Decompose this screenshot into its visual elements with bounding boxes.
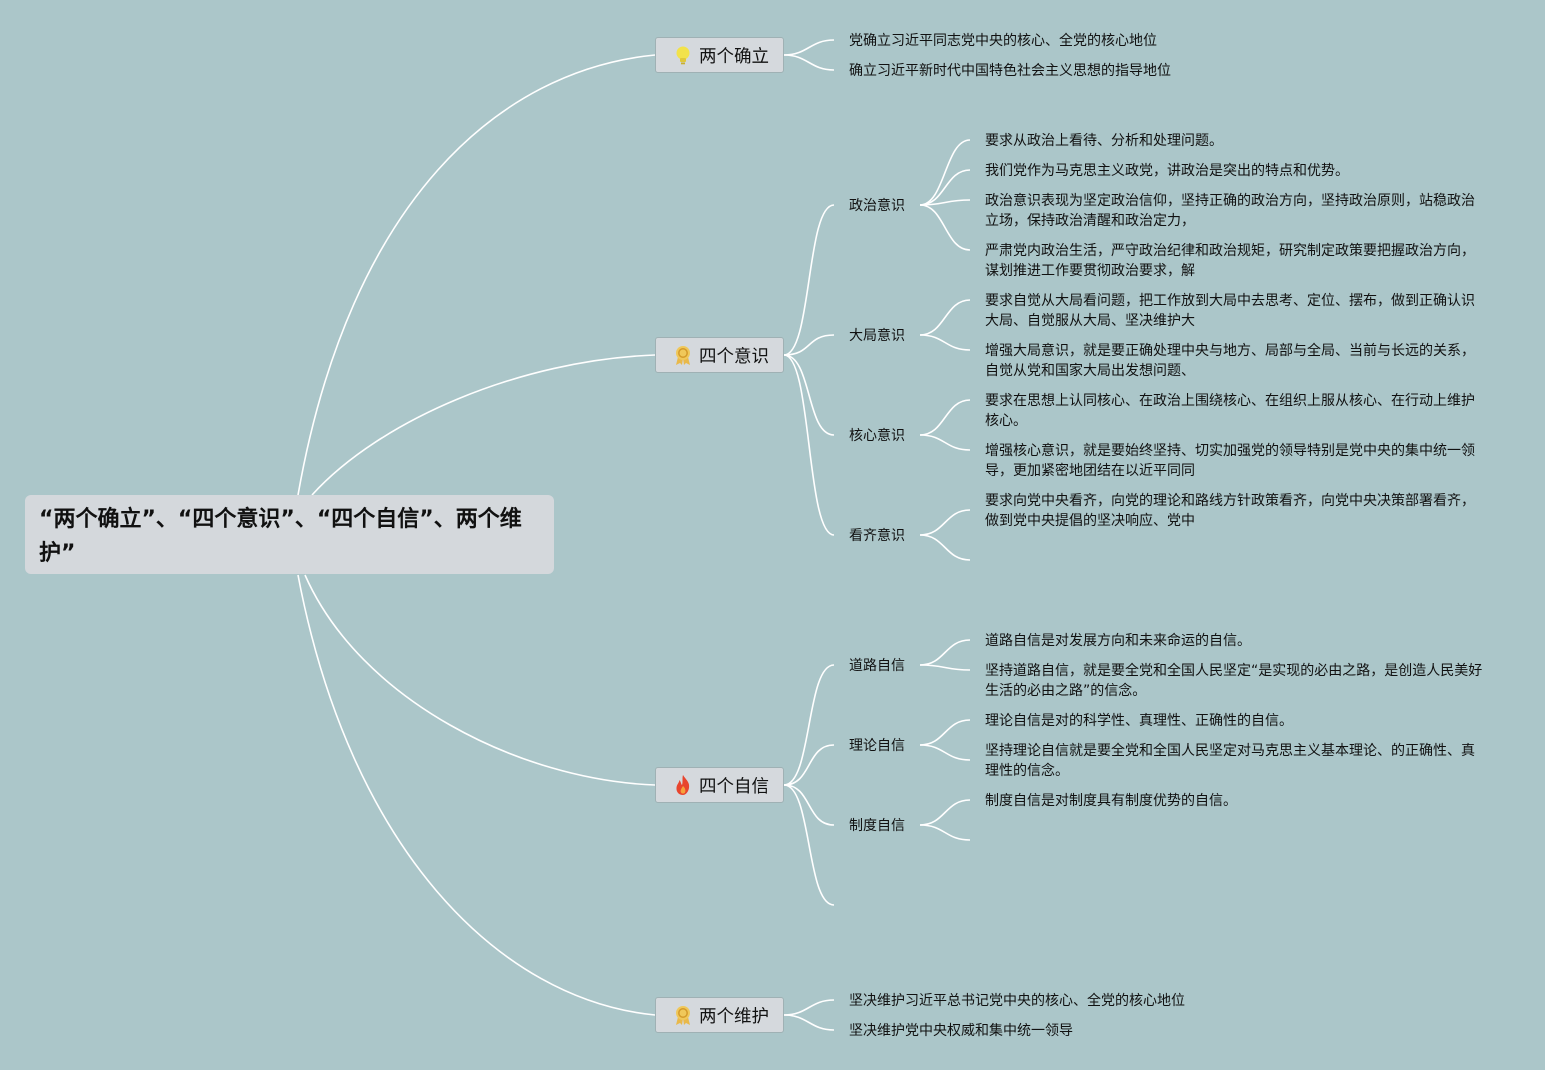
medal-icon — [672, 1004, 694, 1026]
branch-title: 四个自信 — [699, 776, 769, 797]
leaf-item[interactable]: 我们党作为马克思主义政党，讲政治是突出的特点和优势。 — [985, 163, 1349, 179]
connector-root-b3 — [297, 574, 656, 1016]
leaf-item[interactable]: 增强核心意识，就是要始终坚持、切实加强党的领导特别是党中央的集中统一领导，更加紧… — [985, 443, 1475, 479]
fire-icon — [672, 774, 694, 796]
leaf-item[interactable]: 要求在思想上认同核心、在政治上围绕核心、在组织上服从核心、在行动上维护核心。 — [985, 393, 1475, 429]
branch-title: 两个维护 — [699, 1006, 769, 1027]
leaf-item[interactable]: 坚决维护习近平总书记党中央的核心、全党的核心地位 — [849, 993, 1185, 1009]
leaf-item[interactable]: 道路自信是对发展方向和未来命运的自信。 — [985, 633, 1251, 649]
leaf-item[interactable]: 要求自觉从大局看问题，把工作放到大局中去思考、定位、摆布，做到正确认识大局、自觉… — [985, 293, 1475, 329]
leaf-item[interactable]: 制度自信是对制度具有制度优势的自信。 — [985, 793, 1237, 809]
lightbulb-icon — [672, 44, 694, 66]
sub-topic-core[interactable]: 核心意识 — [849, 428, 905, 444]
connector-root-b2 — [304, 574, 656, 786]
leaf-item[interactable]: 坚决维护党中央权威和集中统一领导 — [849, 1023, 1073, 1039]
sub-topic-path[interactable]: 道路自信 — [849, 658, 905, 674]
leaf-item[interactable]: 要求向党中央看齐，向党的理论和路线方针政策看齐，向党中央决策部署看齐，做到党中央… — [985, 493, 1475, 529]
root-topic[interactable]: “两个确立”、“四个意识”、“四个自信”、两个维护” — [25, 495, 554, 574]
connector-root-b0 — [297, 54, 656, 496]
sub-topic-overall[interactable]: 大局意识 — [849, 328, 905, 344]
leaf-item[interactable]: 要求从政治上看待、分析和处理问题。 — [985, 133, 1223, 149]
leaf-item[interactable]: 确立习近平新时代中国特色社会主义思想的指导地位 — [849, 63, 1171, 79]
leaf-item[interactable]: 严肃党内政治生活，严守政治纪律和政治规矩，研究制定政策要把握政治方向，谋划推进工… — [985, 243, 1475, 279]
leaf-item[interactable]: 增强大局意识，就是要正确处理中央与地方、局部与全局、当前与长远的关系，自觉从党和… — [985, 343, 1475, 379]
leaf-item[interactable]: 党确立习近平同志党中央的核心、全党的核心地位 — [849, 33, 1157, 49]
leaf-item[interactable]: 坚持理论自信就是要全党和全国人民坚定对马克思主义基本理论、的正确性、真理性的信念… — [985, 743, 1475, 779]
leaf-item[interactable]: 政治意识表现为坚定政治信仰，坚持正确的政治方向，坚持政治原则，站稳政治立场，保持… — [985, 193, 1475, 229]
connector-root-b1 — [311, 354, 656, 496]
branch-four-confidences[interactable]: 四个自信 — [655, 767, 784, 803]
sub-topic-system[interactable]: 制度自信 — [849, 818, 905, 834]
sub-topic-theory[interactable]: 理论自信 — [849, 738, 905, 754]
branch-two-safeguards[interactable]: 两个维护 — [655, 997, 784, 1033]
medal-icon — [672, 344, 694, 366]
root-title: “两个确立”、“四个意识”、“四个自信”、两个维护” — [39, 507, 522, 566]
branch-four-consciousness[interactable]: 四个意识 — [655, 337, 784, 373]
leaf-item[interactable]: 理论自信是对的科学性、真理性、正确性的自信。 — [985, 713, 1293, 729]
sub-topic-political[interactable]: 政治意识 — [849, 198, 905, 214]
branch-title: 四个意识 — [699, 346, 769, 367]
branch-title: 两个确立 — [699, 46, 769, 67]
leaf-item[interactable]: 坚持道路自信，就是要全党和全国人民坚定“是实现的必由之路，是创造人民美好生活的必… — [985, 663, 1483, 699]
branch-two-establishments[interactable]: 两个确立 — [655, 37, 784, 73]
sub-topic-alignment[interactable]: 看齐意识 — [849, 528, 905, 544]
